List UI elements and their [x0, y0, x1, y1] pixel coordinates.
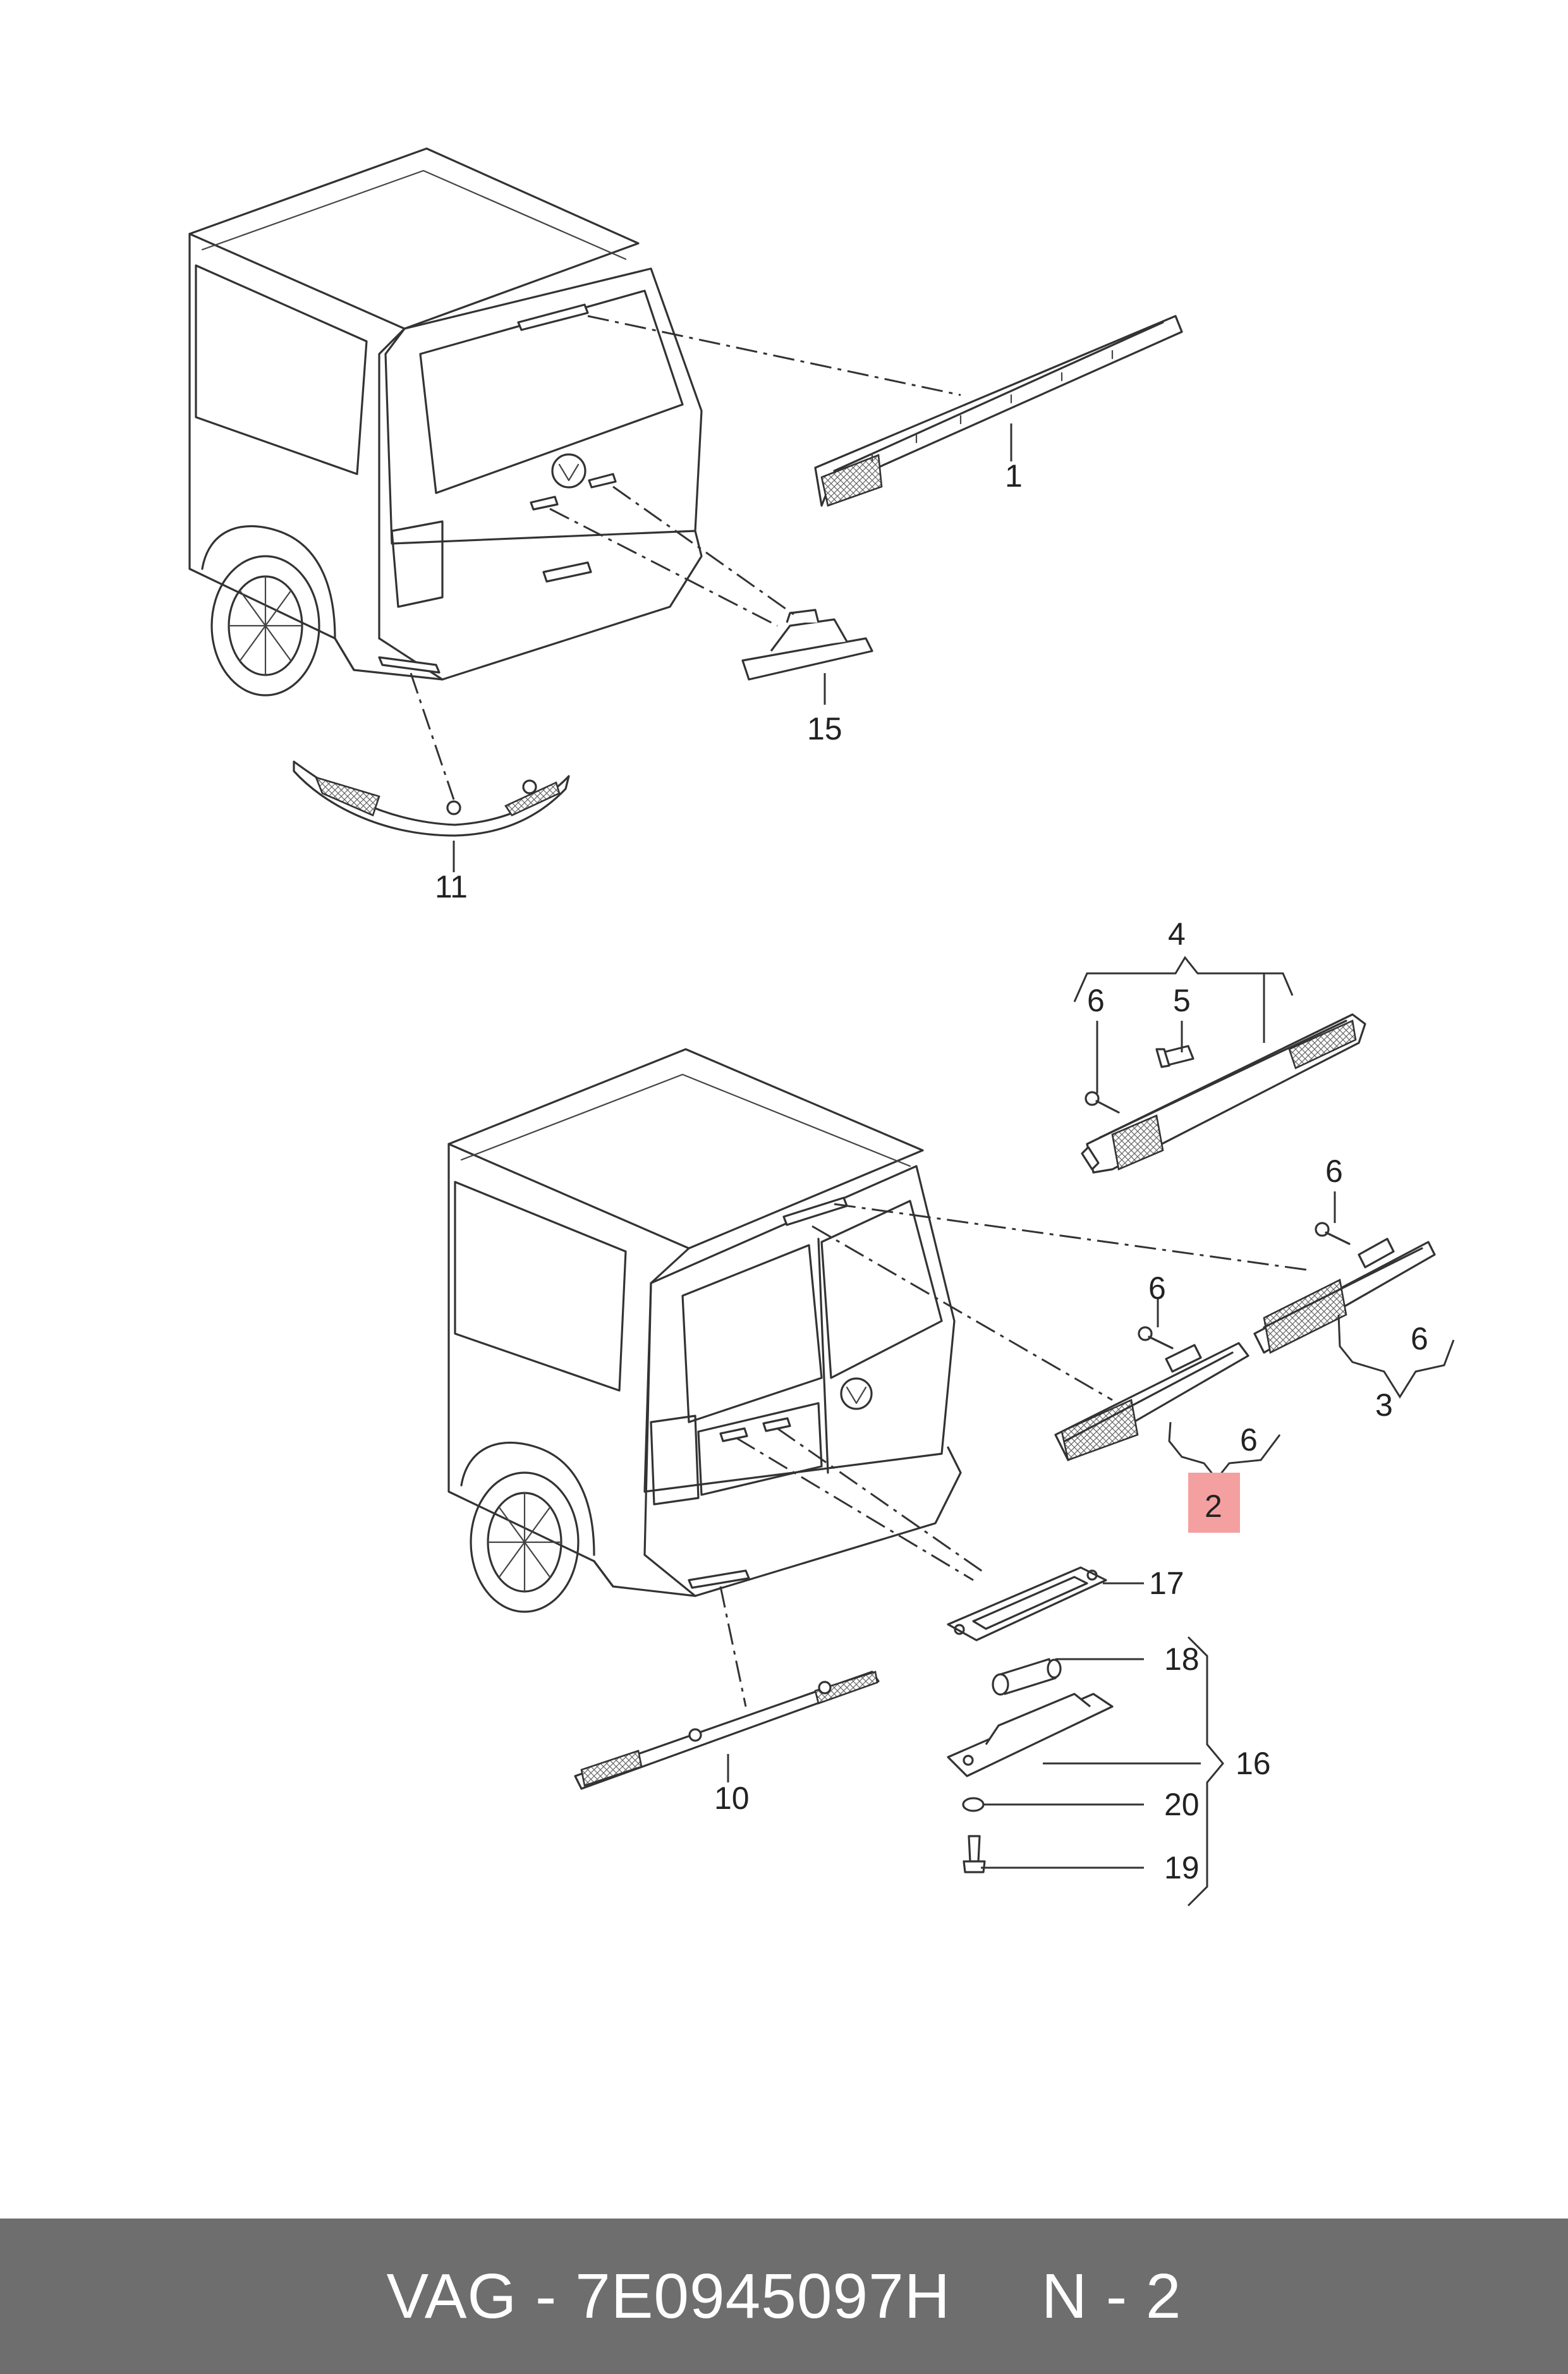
part-2-brake-light — [1054, 1342, 1249, 1461]
label-5: 5 — [1173, 983, 1191, 1018]
label-11: 11 — [435, 869, 468, 904]
connector-2 — [811, 1225, 1113, 1401]
highlight-box — [1188, 1473, 1240, 1533]
label-20: 20 — [1164, 1787, 1200, 1822]
connector-3 — [834, 1203, 1312, 1272]
connector-15b — [612, 485, 797, 618]
parts-diagram: 1 15 11 4 6 5 6 6 6 3 6 2 17 18 16 20 19… — [188, 147, 1455, 1907]
upper-van-illustration — [188, 147, 703, 697]
label-4: 4 — [1168, 916, 1186, 952]
part-number-caption: VAG - 7E0945097H N - 2 — [386, 2260, 1182, 2332]
connector-11 — [410, 673, 455, 800]
part-18-bulb — [992, 1658, 1062, 1696]
part-1-brake-light — [814, 315, 1183, 507]
label-6-a: 6 — [1087, 983, 1105, 1018]
part-6-screw-b — [1315, 1222, 1351, 1245]
label-6-c: 6 — [1148, 1270, 1166, 1306]
label-2: 2 — [1205, 1488, 1222, 1524]
label-19: 19 — [1164, 1850, 1200, 1885]
bracket-16 — [1187, 1636, 1224, 1907]
part-15-licence-lamp — [741, 609, 873, 681]
connector-15a — [549, 508, 778, 627]
part-19-screw — [963, 1835, 986, 1873]
connector-10 — [719, 1586, 747, 1707]
part-labels: 1 15 11 4 6 5 6 6 6 3 6 2 17 18 16 20 19… — [435, 458, 1428, 1885]
part-11-reflector — [293, 760, 570, 837]
label-6-d: 6 — [1411, 1321, 1428, 1356]
part-17-gasket — [947, 1566, 1107, 1641]
label-15: 15 — [807, 711, 842, 746]
part-4-brake-light — [1081, 1013, 1366, 1174]
connector-17b — [777, 1427, 987, 1575]
part-10-reflector — [574, 1671, 880, 1790]
bracket-3 — [1337, 1314, 1455, 1399]
label-10: 10 — [714, 1780, 750, 1816]
part-5-bulb — [1155, 1045, 1194, 1068]
label-6-b: 6 — [1325, 1154, 1343, 1189]
part-16-lamp-housing — [947, 1693, 1114, 1777]
label-18: 18 — [1164, 1641, 1200, 1677]
connector-17a — [736, 1437, 974, 1581]
label-1: 1 — [1005, 458, 1023, 494]
bracket-4 — [1073, 956, 1294, 1002]
label-6-e: 6 — [1240, 1422, 1258, 1458]
part-6-screw-a — [1085, 1091, 1120, 1114]
footer-bar: VAG - 7E0945097H N - 2 — [0, 2219, 1568, 2374]
bracket-2 — [1168, 1421, 1281, 1481]
part-3-brake-light — [1253, 1238, 1436, 1354]
connector-1 — [587, 315, 961, 396]
part-6-screw-c — [1138, 1326, 1174, 1349]
label-3: 3 — [1375, 1387, 1393, 1423]
label-16: 16 — [1236, 1746, 1271, 1781]
part-20-washer — [962, 1797, 985, 1812]
label-17: 17 — [1149, 1566, 1184, 1601]
